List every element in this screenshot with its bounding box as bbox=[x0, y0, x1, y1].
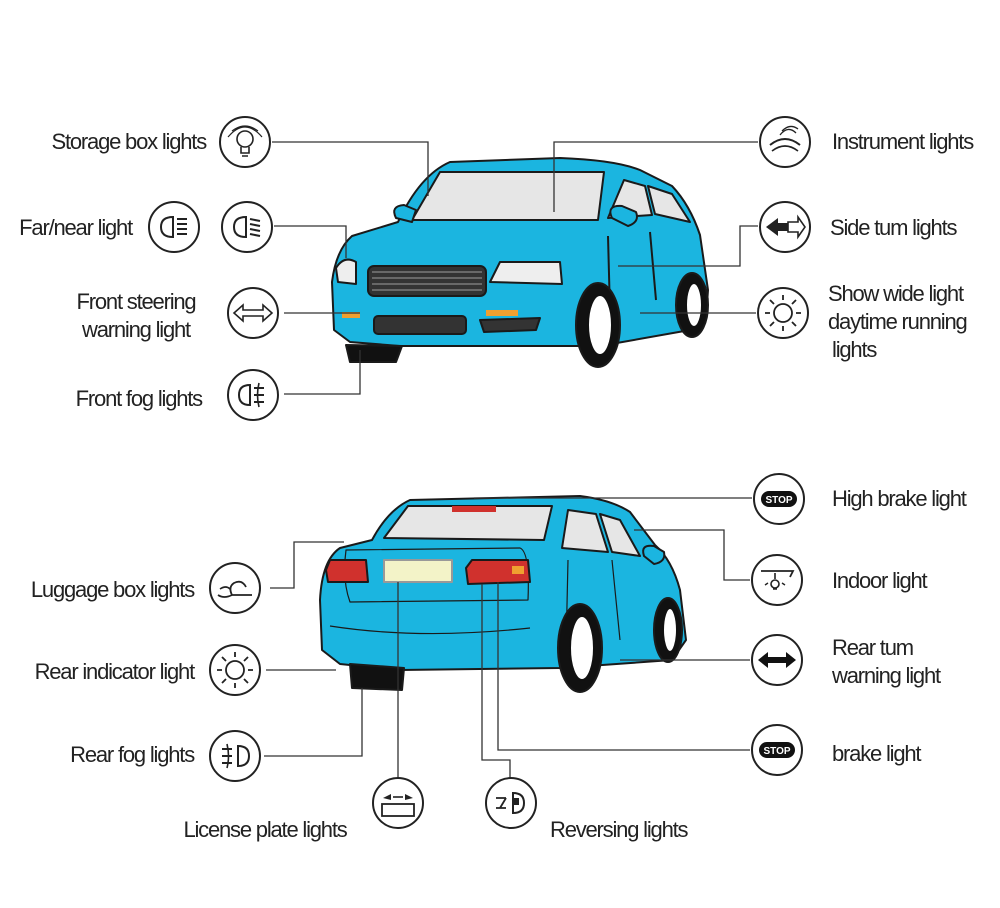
label-reversing-lights: Reversing lights bbox=[550, 817, 689, 842]
headlight-icon bbox=[220, 200, 274, 254]
label-rear-fog-lights: Rear fog lights bbox=[70, 742, 195, 767]
label-brake-light: brake light bbox=[832, 741, 922, 766]
label-far-near-light: Far/near light bbox=[19, 215, 133, 240]
label-license-plate-lights: License plate lights bbox=[183, 817, 347, 842]
stop-icon: STOP bbox=[750, 723, 804, 777]
double-arrow-icon bbox=[750, 633, 804, 687]
label-indoor-light: Indoor light bbox=[832, 568, 928, 593]
luggage-icon bbox=[208, 561, 262, 615]
label-high-brake-light: High brake light bbox=[832, 486, 967, 511]
rear-fog-icon bbox=[208, 729, 262, 783]
label-line: daytime running bbox=[828, 309, 968, 334]
stop-icon: STOP bbox=[752, 472, 806, 526]
bulb-icon bbox=[218, 115, 272, 169]
label-instrument-lights: Instrument lights bbox=[832, 129, 974, 154]
label-line: warning light bbox=[832, 663, 941, 688]
rear-car bbox=[319, 495, 687, 693]
reverse-icon bbox=[484, 776, 538, 830]
side-turn-icon bbox=[758, 200, 812, 254]
indoor-icon bbox=[750, 553, 804, 607]
label-show-wide-light: Show wide light daytime running lights bbox=[828, 280, 968, 364]
label-luggage-box-lights: Luggage box lights bbox=[30, 577, 195, 602]
instrument-icon bbox=[758, 115, 812, 169]
label-rear-indicator-light: Rear indicator light bbox=[34, 659, 196, 684]
headlight-icon bbox=[147, 200, 201, 254]
label-storage-box-lights: Storage box lights bbox=[51, 129, 207, 154]
stop-text: STOP bbox=[763, 746, 790, 757]
label-line: Front steering bbox=[76, 289, 197, 314]
sun-icon bbox=[756, 286, 810, 340]
stop-text: STOP bbox=[765, 495, 792, 506]
label-line: warning light bbox=[82, 317, 191, 342]
label-line: Show wide light bbox=[828, 281, 964, 306]
sun-icon bbox=[208, 643, 262, 697]
connector-lines bbox=[264, 141, 758, 782]
fog-icon bbox=[226, 368, 280, 422]
label-side-turn-lights: Side tum lights bbox=[830, 215, 957, 240]
label-line: Rear tum bbox=[832, 635, 914, 660]
label-rear-turn-warning-light: Rear tum warning light bbox=[832, 634, 941, 690]
front-car bbox=[331, 157, 709, 368]
label-front-steering-warning-light: Front steering warning light bbox=[56, 288, 216, 344]
label-front-fog-lights: Front fog lights bbox=[75, 386, 204, 411]
arrows-icon bbox=[226, 286, 280, 340]
plate-icon bbox=[371, 776, 425, 830]
label-line: lights bbox=[832, 337, 877, 362]
